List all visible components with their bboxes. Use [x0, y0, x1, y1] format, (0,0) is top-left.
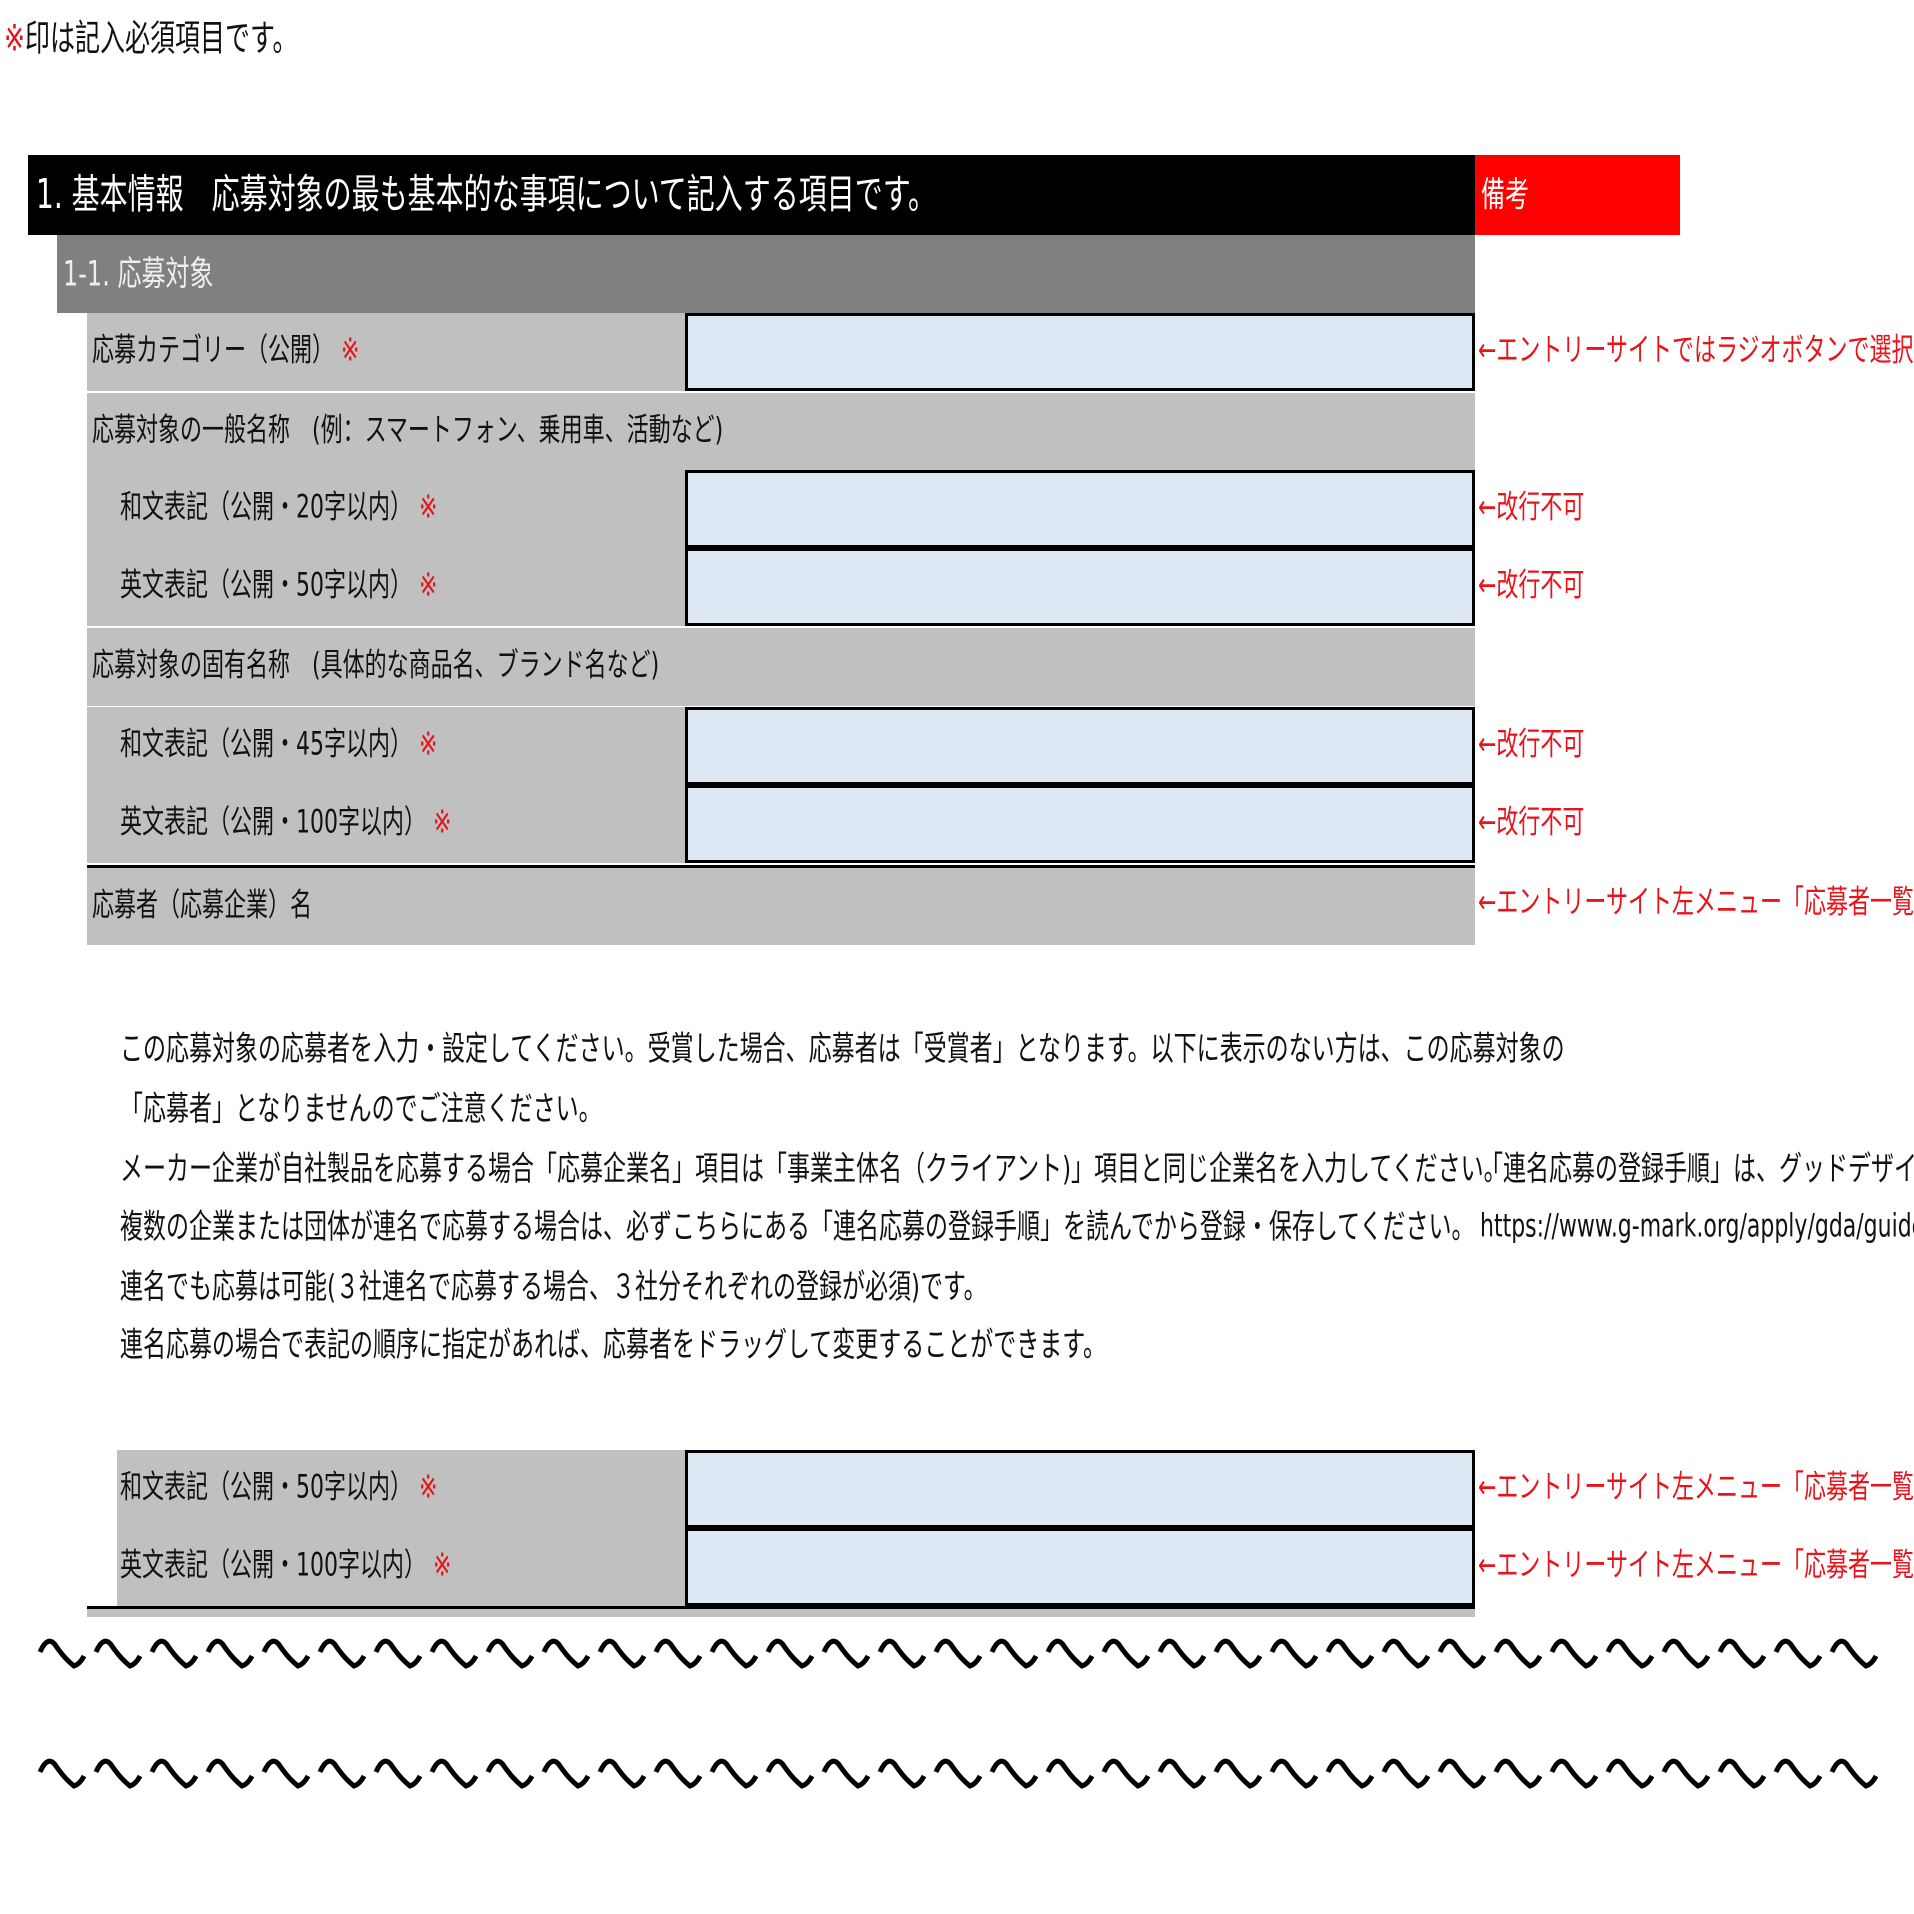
required-note: ※印は記入必須項目です。 [4, 17, 297, 59]
proper-name-en-input[interactable] [685, 785, 1475, 863]
proper-name-group: 応募対象の固有名称 (具体的な商品名、ブランド名など) [87, 628, 1475, 706]
subsection-title: 1-1. 応募対象 [63, 253, 214, 295]
side-note-text: 「連名応募の登録手順」は、グッドデザイン賞 [1480, 1151, 1914, 1189]
instruction-line: メーカー企業が自社製品を応募する場合「応募企業名」項目は「事業主体名（クライアン… [120, 1151, 1507, 1189]
required-mark: ※ [4, 17, 25, 60]
proper-name-ja-input[interactable] [685, 707, 1475, 785]
general-name-ja-note: ←改行不可 [1478, 490, 1585, 527]
general-name-en-note: ←改行不可 [1478, 568, 1585, 605]
applicant-ja-label: 和文表記（公開・50字以内） ※ [117, 1450, 685, 1528]
proper-name-en-label: 英文表記（公開・100字以内） ※ [87, 785, 685, 863]
proper-name-ja-label: 和文表記（公開・45字以内） ※ [87, 707, 685, 785]
applicant-en-note: ←エントリーサイト左メニュー「応募者一覧」 [1478, 1548, 1914, 1585]
required-mark: ※ [419, 727, 438, 764]
required-mark: ※ [433, 1548, 452, 1585]
applicant-en-label: 英文表記（公開・100字以内） ※ [117, 1528, 685, 1606]
instruction-line: 複数の企業または団体が連名で応募する場合は、必ずこちらにある「連名応募の登録手順… [120, 1209, 1475, 1247]
required-mark: ※ [433, 805, 452, 842]
category-input[interactable] [685, 313, 1475, 391]
required-mark: ※ [419, 490, 438, 527]
remarks-header-text: 備考 [1481, 174, 1529, 216]
required-note-text: 印は記入必須項目です。 [24, 17, 298, 60]
required-mark: ※ [419, 568, 438, 605]
proper-name-ja-note: ←改行不可 [1478, 727, 1585, 764]
table-bottom-shadow [87, 1609, 1475, 1617]
table-bottom-border [87, 1606, 1475, 1609]
applicant-ja-input[interactable] [685, 1450, 1475, 1528]
page-break-wave-top [38, 1638, 1878, 1669]
category-label: 応募カテゴリー（公開） ※ [87, 313, 685, 391]
general-name-en-label: 英文表記（公開・50字以内） ※ [87, 548, 685, 626]
wave-line [38, 1638, 1878, 1669]
applicant-group-note: ←エントリーサイト左メニュー「応募者一覧」 [1478, 885, 1914, 922]
label-text: 応募カテゴリー（公開） [92, 333, 335, 370]
section-title: 1. 基本情報 応募対象の最も基本的な事項について記入する項目です。 [36, 170, 936, 219]
general-name-group: 応募対象の一般名称 (例：スマートフォン、乗用車、活動など) [87, 393, 1475, 471]
remarks-header: 備考 [1475, 155, 1680, 235]
instruction-line: この応募対象の応募者を入力・設定してください。受賞した場合、応募者は「受賞者」と… [120, 1031, 1565, 1069]
side-note-url[interactable]: https://www.g-mark.org/apply/gda/guide/s… [1480, 1209, 1914, 1246]
applicant-ja-note: ←エントリーサイト左メニュー「応募者一覧」 [1478, 1470, 1914, 1507]
instruction-line: 連名応募の場合で表記の順序に指定があれば、応募者をドラッグして変更することができ… [120, 1327, 1107, 1365]
category-note: ←エントリーサイトではラジオボタンで選択 [1478, 333, 1914, 370]
required-mark: ※ [419, 1470, 438, 1507]
applicant-group: 応募者（応募企業）名 [87, 865, 1475, 945]
general-name-en-input[interactable] [685, 548, 1475, 626]
applicant-en-input[interactable] [685, 1528, 1475, 1606]
instruction-line: 「応募者」となりませんのでご注意ください。 [120, 1091, 602, 1129]
required-mark: ※ [341, 333, 360, 370]
instruction-line: 連名でも応募は可能(３社連名で応募する場合、３社分それぞれの登録が必須)です。 [120, 1269, 987, 1307]
general-name-ja-label: 和文表記（公開・20字以内） ※ [87, 470, 685, 548]
subsection-header: 1-1. 応募対象 [57, 235, 1475, 313]
section-header: 1. 基本情報 応募対象の最も基本的な事項について記入する項目です。 [28, 155, 1475, 235]
wave-line [38, 1758, 1878, 1789]
page-break-wave-bottom [38, 1758, 1878, 1789]
proper-name-en-note: ←改行不可 [1478, 805, 1585, 842]
general-name-ja-input[interactable] [685, 470, 1475, 548]
